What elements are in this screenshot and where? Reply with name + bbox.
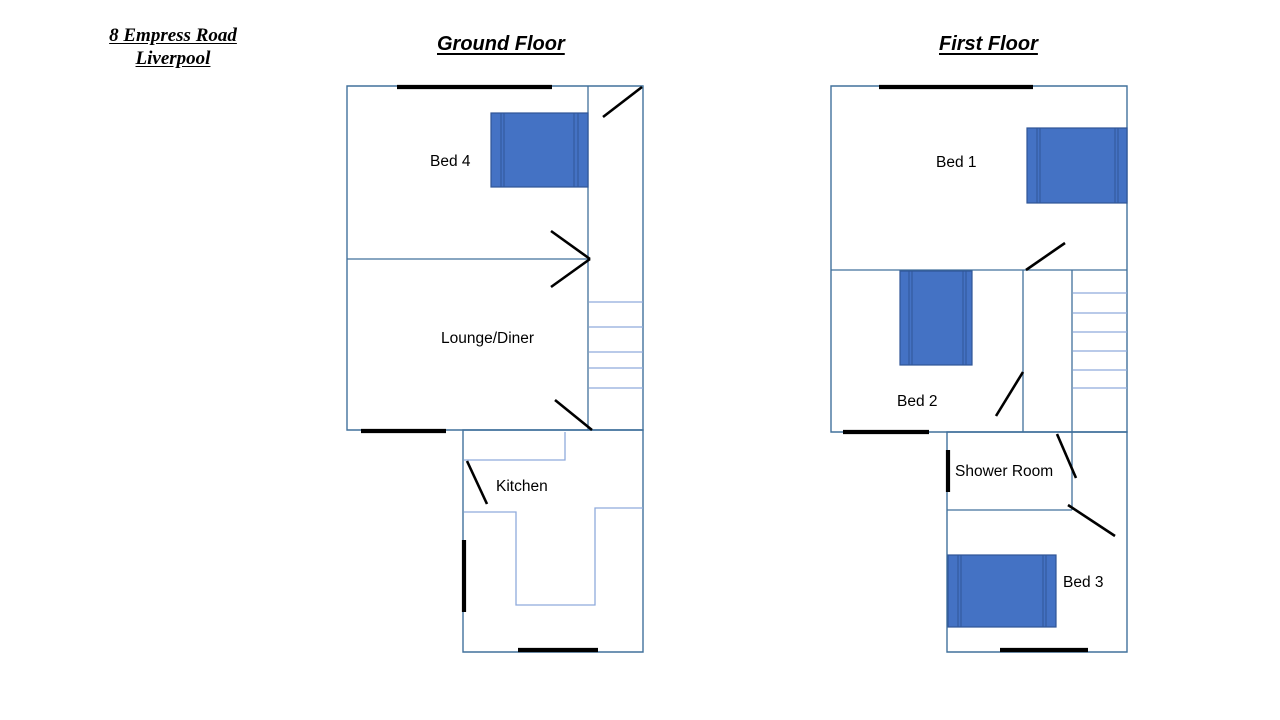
first-internal-walls xyxy=(831,269,1127,511)
room-label-bed-2: Bed 2 xyxy=(897,393,938,410)
first-stairs xyxy=(1073,292,1127,389)
room-label-bed-4: Bed 4 xyxy=(430,153,471,170)
bed2-door xyxy=(994,371,1025,417)
address-line-2: Liverpool xyxy=(135,48,211,69)
first-doors xyxy=(994,241,1116,538)
room-label-bed-3: Bed 3 xyxy=(1063,574,1104,591)
front-door xyxy=(602,85,643,119)
bed-2-furniture xyxy=(899,270,973,366)
bed-4-furniture xyxy=(490,112,589,188)
lounge-door xyxy=(554,398,593,432)
shower-door xyxy=(1055,433,1078,479)
ground-floor-title: Ground Floor xyxy=(437,33,565,55)
first-floor-title: First Floor xyxy=(939,33,1038,55)
ground-stairs xyxy=(589,301,643,389)
property-address: 8 Empress Road Liverpool xyxy=(60,24,286,70)
kitchen-units xyxy=(464,432,643,606)
bed4-door-upper xyxy=(550,229,591,261)
first-floor-plan xyxy=(830,84,1128,653)
first-windows xyxy=(843,84,1088,653)
room-label-kitchen: Kitchen xyxy=(496,478,548,495)
bed1-door xyxy=(1025,241,1066,272)
room-label-bed-1: Bed 1 xyxy=(936,154,977,171)
room-label-lounge-diner: Lounge/Diner xyxy=(441,330,535,347)
bed3-door xyxy=(1067,503,1116,538)
kitchen-door xyxy=(465,460,489,505)
room-label-shower-room: Shower Room xyxy=(955,463,1054,480)
ground-floor-plan xyxy=(346,84,644,653)
bed-3-furniture xyxy=(947,554,1057,628)
bed-1-furniture xyxy=(1026,127,1128,204)
address-line-1: 8 Empress Road xyxy=(109,25,237,46)
ground-windows xyxy=(361,84,598,653)
ground-doors xyxy=(465,85,643,505)
bed4-door-lower xyxy=(550,257,591,289)
